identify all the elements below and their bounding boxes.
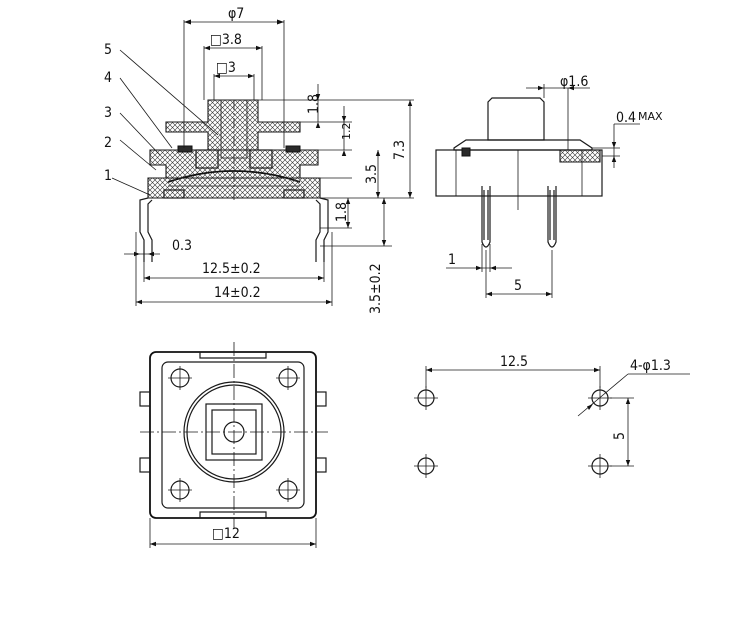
callout-4: 4	[104, 70, 112, 86]
dim-0.4: 0.4	[616, 110, 636, 126]
right-terminal	[315, 197, 329, 262]
callout-2: 2	[104, 135, 112, 151]
dim-1.2: 1.2	[340, 123, 353, 141]
dim-phi7: φ7	[228, 6, 244, 22]
housing-cover	[149, 149, 319, 179]
dim-3.5: 3.5	[364, 164, 380, 184]
top-view: □12	[139, 342, 328, 548]
callout-3: 3	[104, 105, 112, 121]
dim-3.5-tol: 3.5±0.2	[368, 263, 384, 314]
callout-1: 1	[104, 168, 112, 184]
callout-5: 5	[104, 42, 112, 58]
dim-1: 1	[448, 252, 456, 268]
side-view: φ1.6 0.4 MAX 1 5	[435, 74, 663, 298]
dim-1.8-bottom: 1.8	[334, 202, 350, 222]
dim-max: MAX	[638, 110, 663, 123]
dim-sq3: □3	[216, 60, 236, 76]
dim-holes: 4-φ1.3	[630, 358, 671, 374]
dim-0.3: 0.3	[172, 238, 192, 254]
section-view: 5 4 3 2 1 φ7 □3.8 □3 1.8 1.2	[104, 6, 414, 314]
dim-sq38: □3.8	[210, 32, 242, 48]
dim-5-pitch: 5	[612, 432, 628, 440]
dim-14-tol: 14±0.2	[214, 285, 261, 301]
dim-1.8-top: 1.8	[306, 94, 322, 114]
left-terminal	[139, 197, 153, 262]
dim-sq12: □12	[212, 526, 240, 542]
dim-7.3: 7.3	[392, 140, 408, 160]
dim-phi1.6: φ1.6	[560, 74, 588, 90]
pcb-footprint: 12.5 4-φ1.3 5	[414, 354, 690, 478]
base	[147, 177, 321, 199]
dim-5-lead: 5	[514, 278, 522, 294]
dim-12.5-tol: 12.5±0.2	[202, 261, 261, 277]
dim-12.5: 12.5	[500, 354, 528, 370]
